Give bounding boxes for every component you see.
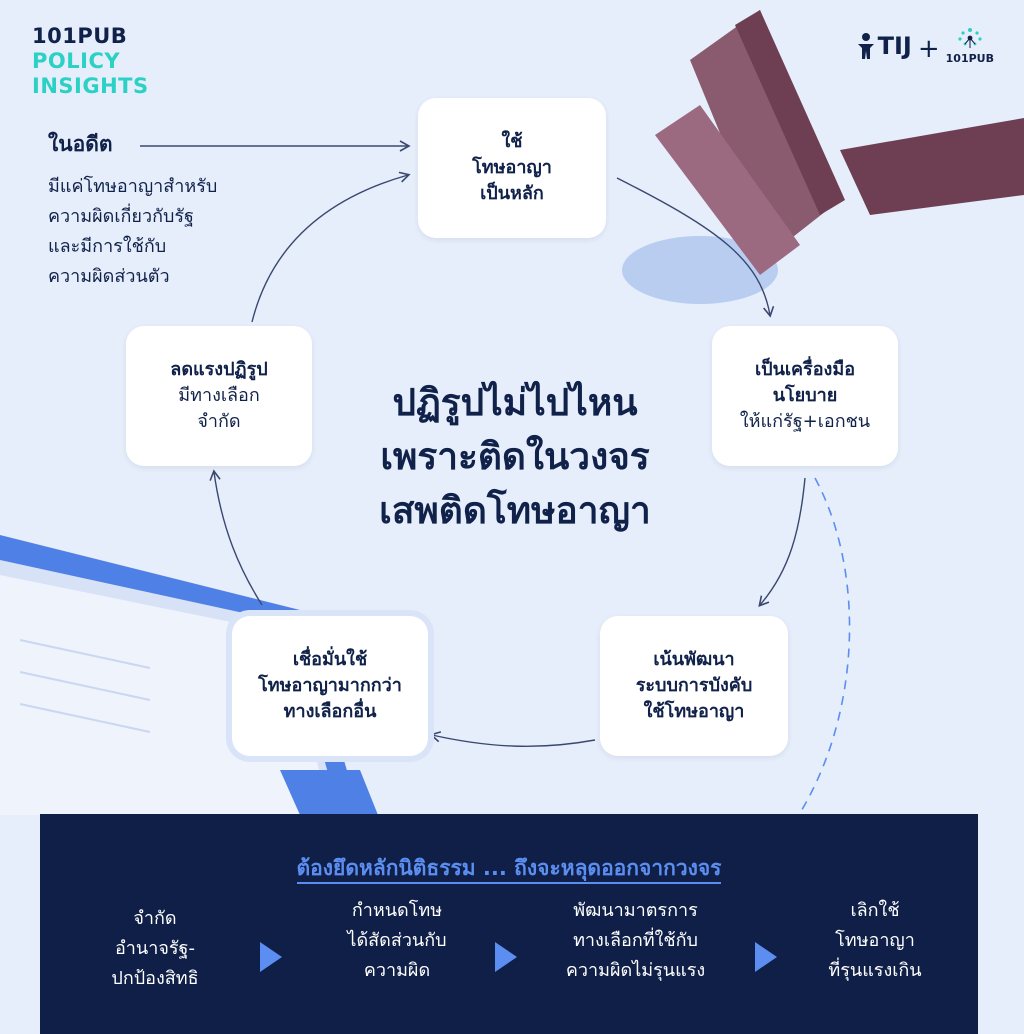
cycle-bottom-right-line: ใช้โทษอาญา [643,701,745,722]
past-line: มีแค่โทษอาญาสำหรับ [48,176,218,197]
step-line: จำกัด [133,908,177,929]
step-line: เลิกใช้ [850,900,900,921]
plus-sign: + [917,33,940,64]
cycle-top-line: โทษอาญา [472,157,552,178]
cycle-bottom-left-line: ทางเลือกอื่น [283,701,377,722]
cycle-box-top: ใช้ โทษอาญา เป็นหลัก [418,98,606,238]
101pub-small-text: 101PUB [945,52,994,65]
cycle-bottom-left-line: เชื่อมั่นใช้ [292,649,368,670]
solution-step-2: กำหนดโทษ ได้สัดส่วนกับ ความผิด [302,896,492,986]
arrow-dashed-exit [777,477,851,846]
play-arrow-icon [260,942,282,972]
cycle-bottom-right-line: ระบบการบังคับ [635,675,753,696]
brand-logo: 101PUB POLICY INSIGHTS [32,24,149,99]
cycle-left-bold-line: ลดแรงปฏิรูป [170,359,268,380]
cycle-right-bold-line: นโยบาย [772,385,838,406]
center-title-line: ปฏิรูปไม่ไปไหน [392,381,638,424]
bottom-panel-title-text: ต้องยึดหลักนิติธรรม ... ถึงจะหลุดออกจากว… [296,856,722,884]
brand-line-2: POLICY [32,49,121,73]
step-line: กำหนดโทษ [351,900,443,921]
cycle-bottom-right-line: เน้นพัฒนา [653,649,735,670]
cycle-box-bottom-right: เน้นพัฒนา ระบบการบังคับ ใช้โทษอาญา [600,616,788,756]
brand-line-3: INSIGHTS [32,74,149,98]
cycle-box-bottom-left: เชื่อมั่นใช้ โทษอาญามากกว่า ทางเลือกอื่น [232,616,428,756]
center-title-line: เพราะติดในวงจร [380,435,650,478]
step-line: ความผิดไม่รุนแรง [565,960,706,981]
step-line: ที่รุนแรงเกิน [828,960,922,981]
step-line: ความผิด [363,960,431,981]
arrow-bottom-left-to-left [209,469,263,606]
cycle-box-left: ลดแรงปฏิรูป มีทางเลือก จำกัด [126,326,312,466]
step-line: พัฒนามาตรการ [573,900,698,921]
cycle-left-normal-line: มีทางเลือก [178,385,260,406]
tij-text: TIJ [877,31,912,60]
cycle-top-line: ใช้ [501,131,523,152]
step-line: โทษอาญา [835,930,915,951]
gavel-illustration [622,10,1024,304]
solution-step-1: จำกัด อำนาจรัฐ- ปกป้องสิทธิ [70,904,240,994]
bottom-panel: ต้องยึดหลักนิติธรรม ... ถึงจะหลุดออกจากว… [40,814,978,1034]
cycle-box-right: เป็นเครื่องมือ นโยบาย ให้แก่รัฐ+เอกชน [712,326,898,466]
cycle-left-normal-line: จำกัด [197,411,241,432]
arrow-bottom-right-to-bottom-left [429,731,596,747]
tij-logo: TIJ [856,32,912,60]
step-line: ปกป้องสิทธิ [111,968,199,989]
cycle-right-normal-line: ให้แก่รัฐ+เอกชน [739,411,871,432]
step-line: ทางเลือกที่ใช้กับ [573,930,698,951]
past-line: และมีการใช้กับ [48,236,167,257]
cycle-bottom-left-line: โทษอาญามากกว่า [258,675,402,696]
step-line: ได้สัดส่วนกับ [347,930,447,951]
solution-step-3: พัฒนามาตรการ ทางเลือกที่ใช้กับ ความผิดไม… [528,896,743,986]
solution-step-4: เลิกใช้ โทษอาญา ที่รุนแรงเกิน [790,896,960,986]
arrow-top-to-right [616,177,775,318]
cycle-right-bold-line: เป็นเครื่องมือ [754,359,856,380]
cycle-top-line: เป็นหลัก [480,183,544,204]
center-title: ปฏิรูปไม่ไปไหน เพราะติดในวงจร เสพติดโทษอ… [300,376,730,538]
center-title-line: เสพติดโทษอาญา [379,489,651,532]
play-arrow-icon [495,942,517,972]
past-description: มีแค่โทษอาญาสำหรับ ความผิดเกี่ยวกับรัฐ แ… [48,172,308,292]
step-line: อำนาจรัฐ- [115,938,195,959]
arrow-right-to-bottom-right [758,477,806,608]
bottom-panel-title: ต้องยึดหลักนิติธรรม ... ถึงจะหลุดออกจากว… [40,852,978,885]
person-icon [857,32,874,59]
past-line: ความผิดส่วนตัว [48,266,170,287]
past-title: ในอดีต [48,132,113,156]
brand-line-1: 101PUB [32,24,128,48]
partner-logos: TIJ + 101PUB [856,26,994,65]
arrow-left-to-top [251,171,411,323]
past-line: ความผิดเกี่ยวกับรัฐ [48,206,194,227]
101pub-small-logo: 101PUB [946,26,994,65]
play-arrow-icon [755,942,777,972]
network-icon [958,28,982,48]
